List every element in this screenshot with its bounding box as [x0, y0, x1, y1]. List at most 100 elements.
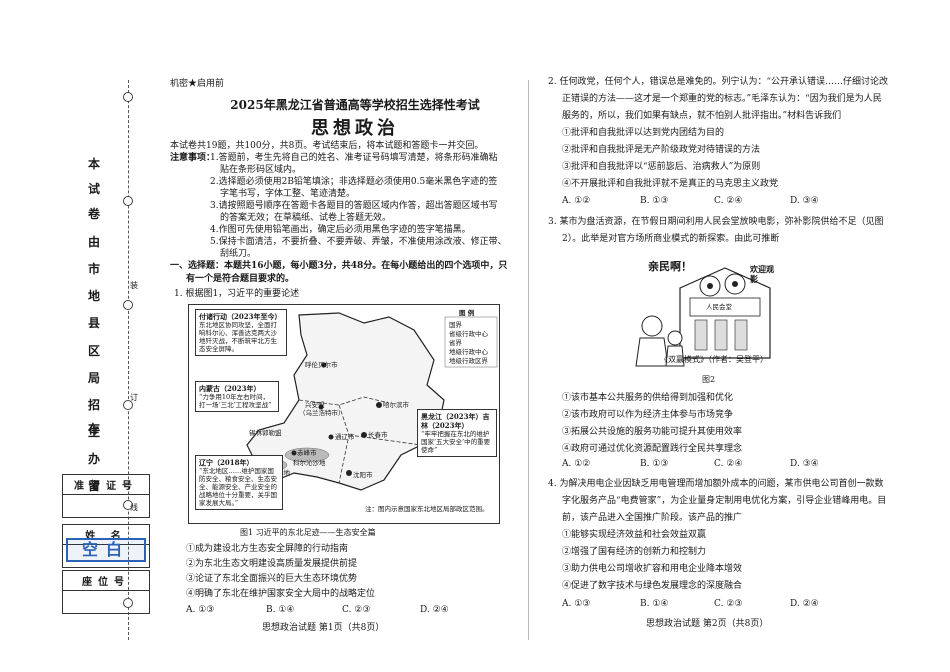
notice-line: 刮纸刀。 [220, 249, 257, 259]
notice-label: 注意事项： [170, 153, 216, 163]
punch-hole [123, 300, 133, 310]
side-char: 办 [88, 452, 101, 466]
q1-option: ①成为建设北方生态安全屏障的行动指南 [186, 544, 349, 554]
side-char: 留 [88, 479, 101, 493]
notice-line: 3.请按照题号顺序在答题卡各题目的答题区域内作答，超出答题区域书写 [210, 201, 498, 211]
q4-stem-line: 前，该产品进入全国推广阶段。该产品的推广 [562, 513, 743, 523]
child-body [665, 345, 685, 367]
q3-choice-a[interactable]: A. ①② [562, 459, 591, 469]
callout-inner-mongolia: 内蒙古（2023年） “力争用10年左右时间，打一场‘三北’工程攻坚战” [195, 381, 279, 412]
punch-hole [123, 598, 133, 608]
pupil [707, 283, 713, 289]
side-char-last: 存 [88, 422, 101, 436]
q4-choice-c[interactable]: C. ②③ [714, 599, 743, 609]
q3-choice-c[interactable]: C. ②④ [714, 459, 743, 469]
side-char: 生 [88, 425, 101, 439]
q1-choice-d[interactable]: D. ②④ [420, 605, 449, 615]
person-head [641, 315, 663, 337]
city-marker [328, 434, 334, 440]
legend-item: 地级行政区界 [449, 357, 488, 365]
callout-body: “东北地区……维护国家国防安全、粮食安全、生态安全、能源安全、产业安全的战略地位… [199, 467, 277, 507]
q3-option: ①该市基本公共服务的供给得到加强和优化 [562, 393, 734, 403]
building-column [694, 319, 708, 351]
q2-choice-d[interactable]: D. ③④ [790, 196, 819, 206]
callout-body: “牢牢把握在东北的维护国家‘五大安全’中的重要使命” [421, 430, 491, 454]
name-label: 姓 名 [63, 525, 149, 545]
q4-choice-d[interactable]: D. ②④ [790, 599, 819, 609]
city-marker [346, 470, 352, 476]
legend-item: 国界 [449, 321, 462, 329]
side-char: 县 [88, 316, 101, 330]
q2-option: ②批评和自我批评是无产阶级政党对待错误的方法 [562, 145, 761, 155]
q2-choice-a[interactable]: A. ①② [562, 196, 591, 206]
name-box[interactable]: 姓 名 [62, 524, 150, 568]
q4-option: ③助力供电公司增收扩容和用电企业降本增效 [562, 564, 743, 574]
q1-choice-c[interactable]: C. ②③ [342, 605, 371, 615]
city-marker [361, 432, 367, 438]
exam-id-label: 准考证号 [63, 475, 149, 495]
map-svg [246, 312, 498, 491]
city-label: 哈尔滨市 [383, 401, 409, 409]
q1-choice-b[interactable]: B. ①④ [266, 605, 295, 615]
punch-hole [123, 400, 133, 410]
callout-action: 付诸行动（2023年至今） 东北地区协同攻坚，全面打响科尔沁、浑善达克两大沙地歼… [195, 309, 287, 356]
section-heading: 一、选择题：本题共16小题，每小题3分，共48分。在每小题给出的四个选项中，只 [170, 261, 508, 271]
figure-1-map: 呼伦贝尔市 哈尔滨市 长春市 沈阳市 通辽市 锡林郭勒盟 赤峰市 兴安盟 科尔沁… [188, 304, 500, 524]
cartoon-speech: 亲民啊！ [648, 260, 692, 273]
city-label: 锡林郭勒盟 [249, 429, 282, 437]
callout-heilongjiang-jilin: 黑龙江（2023年）吉林（2023年） “牢牢把握在东北的维护国家‘五大安全’中… [417, 409, 497, 457]
punch-hole [123, 196, 133, 206]
cut-line [128, 80, 129, 640]
exam-id-box[interactable]: 准考证号 [62, 474, 150, 518]
map-note: 注：图内示意国家东北地区局部政区范围。 [365, 505, 489, 513]
notice-line: 4.作图可先使用铅笔画出，确定后必须用黑色字迹的签字笔描黑。 [210, 225, 471, 235]
figure-2-cartoon: 亲民啊！ 欢迎观影 人民会堂 [630, 258, 780, 368]
city-label: 长春市 [368, 431, 388, 439]
cut-mark: 订 [130, 393, 138, 402]
callout-body: “力争用10年左右时间，打一场‘三北’工程攻坚战” [199, 393, 272, 409]
q3-option: ③拓展公共设施的服务功能可提升其使用效率 [562, 427, 743, 437]
sandy-label: 科尔沁沙地 [293, 459, 326, 467]
q2-choice-c[interactable]: C. ②④ [714, 196, 743, 206]
side-char: 区 [88, 344, 101, 358]
punch-hole [123, 92, 133, 102]
building-column [714, 319, 728, 351]
secret-mark: 机密★启用前 [170, 79, 225, 89]
city-marker [321, 362, 327, 368]
q4-stem-line: 字化服务产品“电费管家”，为企业量身定制用电优化方案，引导企业错峰用电。目 [562, 496, 887, 506]
child-head [667, 330, 683, 346]
legend-title: 图 例 [459, 309, 475, 317]
notice-line: 2.选择题必须使用2B铅笔填涂；非选择题必须使用0.5毫米黑色字迹的签 [210, 177, 498, 187]
city-label: 呼伦贝尔市 [305, 361, 338, 369]
q4-choice-b[interactable]: B. ①④ [640, 599, 669, 609]
figure-2-label: 图2 [702, 375, 716, 384]
subject-title: 思想政治 [311, 118, 399, 139]
q1-option: ③论证了东北全面振兴的巨大生态环境优势 [186, 574, 358, 584]
legend-item: 地级行政中心 [449, 348, 488, 356]
blank-stamp: 空白 [66, 538, 146, 562]
q4-option: ①能够实现经济效益和社会效益双赢 [562, 530, 707, 540]
city-marker [376, 402, 382, 408]
building-column [734, 319, 748, 351]
q3-choice-b[interactable]: B. ①③ [640, 459, 669, 469]
page-divider [528, 80, 529, 640]
cartoon-svg [635, 267, 771, 367]
q4-choice-a[interactable]: A. ①③ [562, 599, 591, 609]
side-char: 本 [88, 157, 101, 171]
city-label: 沈阳市 [353, 471, 373, 479]
q2-choice-b[interactable]: B. ①③ [640, 196, 669, 206]
q3-choice-d[interactable]: D. ③④ [790, 459, 819, 469]
q2-option: ④不开展批评和自我批评就不是真正的马克思主义政党 [562, 179, 779, 189]
side-char: 地 [88, 289, 101, 303]
seat-box[interactable]: 座位号 [62, 570, 150, 614]
punch-hole [123, 500, 133, 510]
cartoon-caption: 《双赢模式》（作者：吴登平） [660, 355, 768, 364]
q3-stem-line: 3. 某市为盘活资源，在节假日期间利用人民会堂放映电影，弥补影院供给不足（见图 [548, 217, 884, 227]
q4-option: ②增强了国有经济的创新力和控制力 [562, 547, 707, 557]
q2-stem-line: 2. 任何政党，任何个人，错误总是难免的。列宁认为：“公开承认错误……仔细讨论改 [548, 77, 889, 87]
q1-choice-a[interactable]: A. ①③ [186, 605, 215, 615]
callout-title: 辽宁（2018年） [199, 458, 254, 467]
pupil [732, 281, 738, 287]
side-char: 卷 [88, 207, 101, 221]
legend-frame [444, 316, 498, 368]
